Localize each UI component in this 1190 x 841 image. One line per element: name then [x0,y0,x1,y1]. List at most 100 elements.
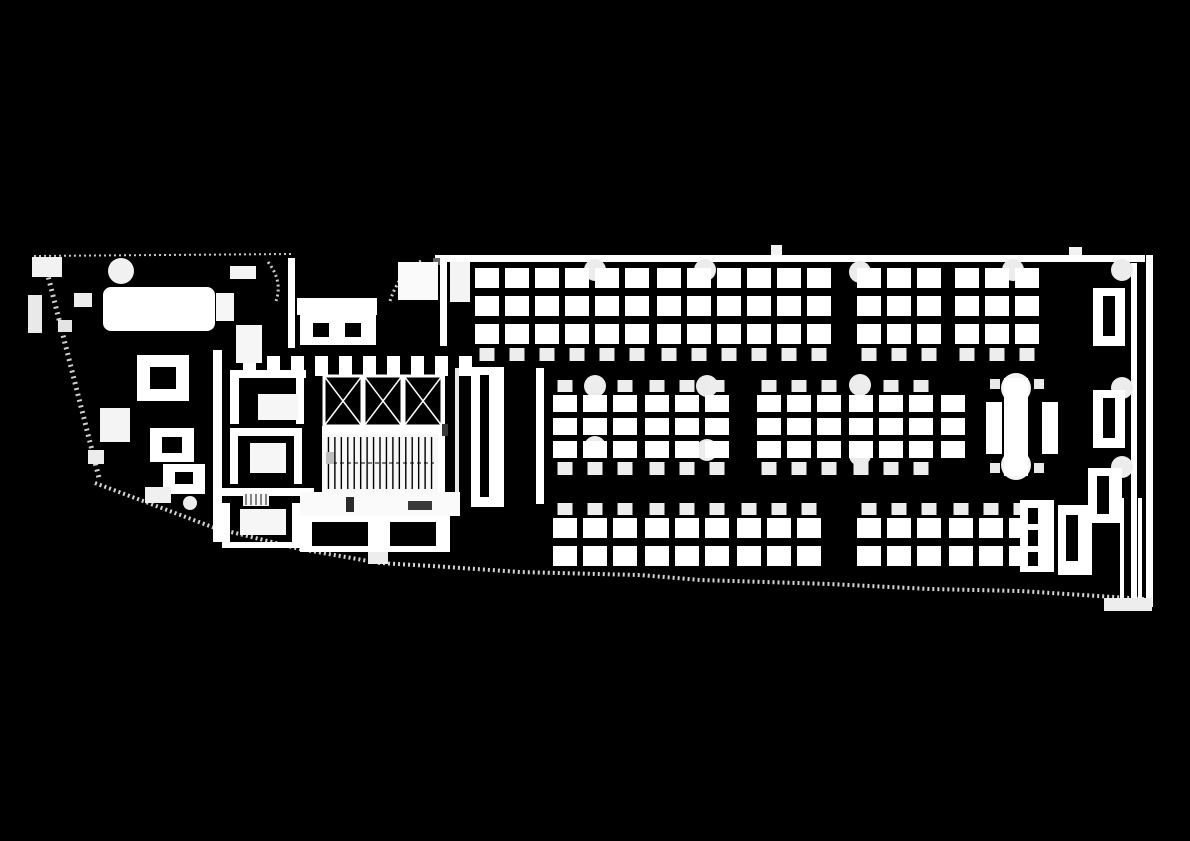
chair [990,463,1000,473]
chair [649,462,665,475]
chair [557,503,573,515]
desk-tile [879,395,903,412]
room-wall [230,428,302,436]
desk-tile [583,518,607,538]
duct-shaft [471,367,504,507]
desk-tile [613,441,637,458]
desk-cluster [747,268,831,361]
desk-cluster [645,380,729,475]
hedge-mass [103,287,215,331]
desk-tile [645,418,669,435]
desk-tile [817,418,841,435]
desk-tile [787,395,811,412]
person-marker [346,497,354,512]
desk-cluster [645,503,729,566]
desk-tile [887,518,911,538]
shrub [145,487,171,503]
desk-tile [777,324,801,344]
desk-tile [909,395,933,412]
desk-tile [797,518,821,538]
chair [617,462,633,475]
chair [721,348,737,361]
desk-tile [717,296,741,316]
north-wall-tick-a [771,245,782,255]
room-wall [292,503,300,545]
desk-tile [595,324,619,344]
desk-tile [797,546,821,566]
chair [661,348,677,361]
workstations-row-3 [553,503,1033,566]
chair [509,348,525,361]
chair [883,462,899,475]
desk-tile [917,324,941,344]
chair [821,462,837,475]
corridor-wall-b [455,368,459,513]
chair [913,462,929,475]
desk-tile [505,296,529,316]
desk-tile [705,395,729,412]
desk-tile [979,518,1003,538]
lobby-west-wall [288,258,295,348]
desk-tile [777,268,801,288]
room-wall [230,436,238,484]
workstations-row-1 [475,268,1039,361]
chair [557,462,573,475]
desk-tile [909,441,933,458]
chair [913,380,929,392]
room-fixture [240,509,286,535]
desk-tile [645,546,669,566]
desk-tile [849,395,873,412]
chair [679,380,695,392]
table-wing [1042,402,1058,454]
mini-stair-treads [245,494,267,505]
desk-tile [595,296,619,316]
desk-cluster [941,395,965,458]
desk-cluster [565,268,649,361]
chair [587,380,603,392]
workstations-row-2 [553,380,965,475]
desk-tile [687,324,711,344]
desk-tile [941,441,965,458]
tiny-label-blob [408,501,432,510]
desk-tile [807,324,831,344]
door-stub [315,356,328,376]
east-mullion-a [1120,498,1124,598]
chair [617,503,633,515]
desk-tile [535,296,559,316]
planter-void [162,437,182,453]
desk-tile [817,395,841,412]
entry-blob [236,325,262,363]
meeting-table [986,373,1058,480]
chair [990,379,1000,389]
desk-tile [675,546,699,566]
west-wall [213,350,222,542]
door-stubs [243,356,472,376]
lobby-arc-west [266,261,280,302]
desk-tile [535,268,559,288]
chair [861,503,877,515]
desk-tile [613,546,637,566]
desk-tile [879,441,903,458]
desk-tile [705,518,729,538]
desk-tile [657,296,681,316]
desk-tile [985,296,1009,316]
desk-cluster [553,380,637,475]
comb-room-void [1103,296,1115,336]
desk-tile [857,296,881,316]
chair [539,348,555,361]
planter-void [175,472,193,484]
elevator-shaft-diag [323,375,363,427]
south-room-void [390,522,436,546]
desk-tile [475,268,499,288]
desk-tile [807,268,831,288]
chair [853,380,869,392]
chair [557,380,573,392]
chair [751,348,767,361]
site-edge-west [41,259,102,479]
desk-tile [767,518,791,538]
desk-tile [767,546,791,566]
core-band [322,426,442,434]
desk-tile [1015,296,1039,316]
door-stub [435,356,448,376]
